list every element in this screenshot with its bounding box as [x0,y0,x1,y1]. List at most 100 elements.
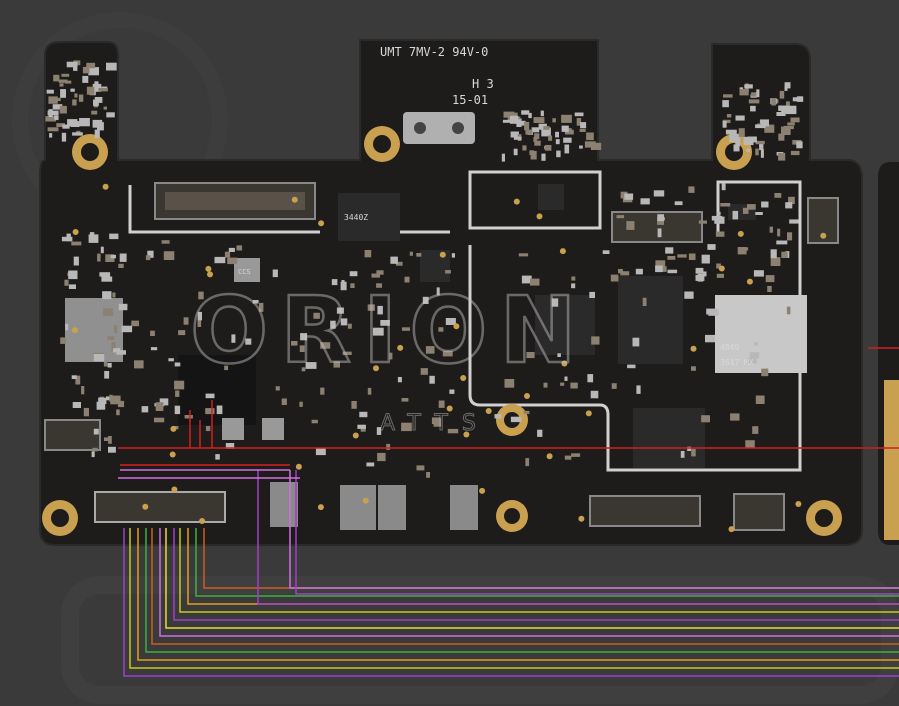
smd-part [591,336,600,345]
board-connectors [44,112,839,531]
smd-part [438,327,444,332]
smd-part [513,136,522,140]
smd-part [376,427,382,435]
smd-part [402,327,410,331]
smd-part [557,353,561,357]
smd-part [739,89,749,96]
smd-part [726,114,732,118]
smd-part [119,253,127,262]
test-point [72,229,79,235]
smd-part [55,97,61,102]
smd-part [168,358,174,362]
smd-part [691,448,696,457]
signal-trace [137,528,899,661]
smd-part [590,390,599,399]
smd-part [733,144,740,152]
smd-part [107,336,115,340]
smd-part [116,409,120,416]
smd-part [174,362,181,367]
test-point [397,344,404,351]
smd-part [110,395,121,405]
smd-part [667,269,678,274]
smd-part [103,308,114,316]
smd-part [68,270,78,280]
smd-part [106,112,115,118]
smd-part [429,375,435,384]
test-point [485,408,492,414]
smd-part [691,366,696,371]
test-point [746,278,753,285]
smd-part [790,150,800,156]
smd-part [386,443,391,450]
smd-part [540,110,544,117]
smd-part [47,116,54,120]
smd-part [653,190,665,197]
test-point [102,183,109,190]
smd-part [684,291,694,299]
smd-part [426,472,430,478]
smd-part [574,112,584,117]
smd-part [640,198,650,205]
smd-part [680,451,685,458]
smd-part [749,352,760,359]
smd-part [519,120,526,126]
test-point [463,431,470,438]
smd-part [225,443,235,449]
smd-part [501,153,505,162]
smd-part [759,119,769,127]
smd-part [721,182,726,191]
smd-part [275,386,280,391]
smd-part [73,256,79,266]
smd-part [245,338,252,345]
smd-part [674,201,683,206]
smd-part [778,152,786,161]
smd-part [626,221,635,230]
test-point [561,360,568,367]
test-point [479,487,486,494]
smd-part [745,440,755,448]
smd-part [70,121,80,127]
smd-part [522,145,527,151]
smd-part [790,117,800,123]
smd-part [707,244,716,250]
smd-part [103,361,108,367]
test-point [585,410,592,417]
smd-part [131,320,139,327]
smd-part [560,382,565,386]
smd-part [134,360,144,369]
smd-part [377,452,386,462]
test-point [820,232,827,239]
smd-part [447,428,459,434]
smd-part [88,67,99,76]
smd-part [83,407,89,417]
smd-part [117,400,125,408]
smd-part [742,207,749,214]
smd-part [215,454,220,460]
signal-trace [295,470,899,595]
smd-part [61,73,70,77]
smd-part [70,88,75,92]
smd-part [371,273,380,278]
smd-part [96,401,106,410]
smd-part [564,144,570,154]
smd-part [101,276,113,282]
smd-part [662,266,667,272]
smd-components [45,60,827,533]
smd-part [788,196,795,205]
smd-part [755,124,766,129]
smd-part [79,118,90,127]
smd-part [74,93,78,98]
test-point [578,515,585,522]
smd-part [91,110,98,115]
smd-part [764,124,775,133]
smd-part [570,382,578,389]
smd-part [150,347,158,351]
smd-part [114,325,118,334]
smd-part [106,396,111,401]
smd-part [774,193,782,198]
test-point [71,327,78,334]
smd-part [272,269,278,278]
smd-part [336,307,344,314]
test-point [170,425,177,432]
smd-part [657,214,664,222]
